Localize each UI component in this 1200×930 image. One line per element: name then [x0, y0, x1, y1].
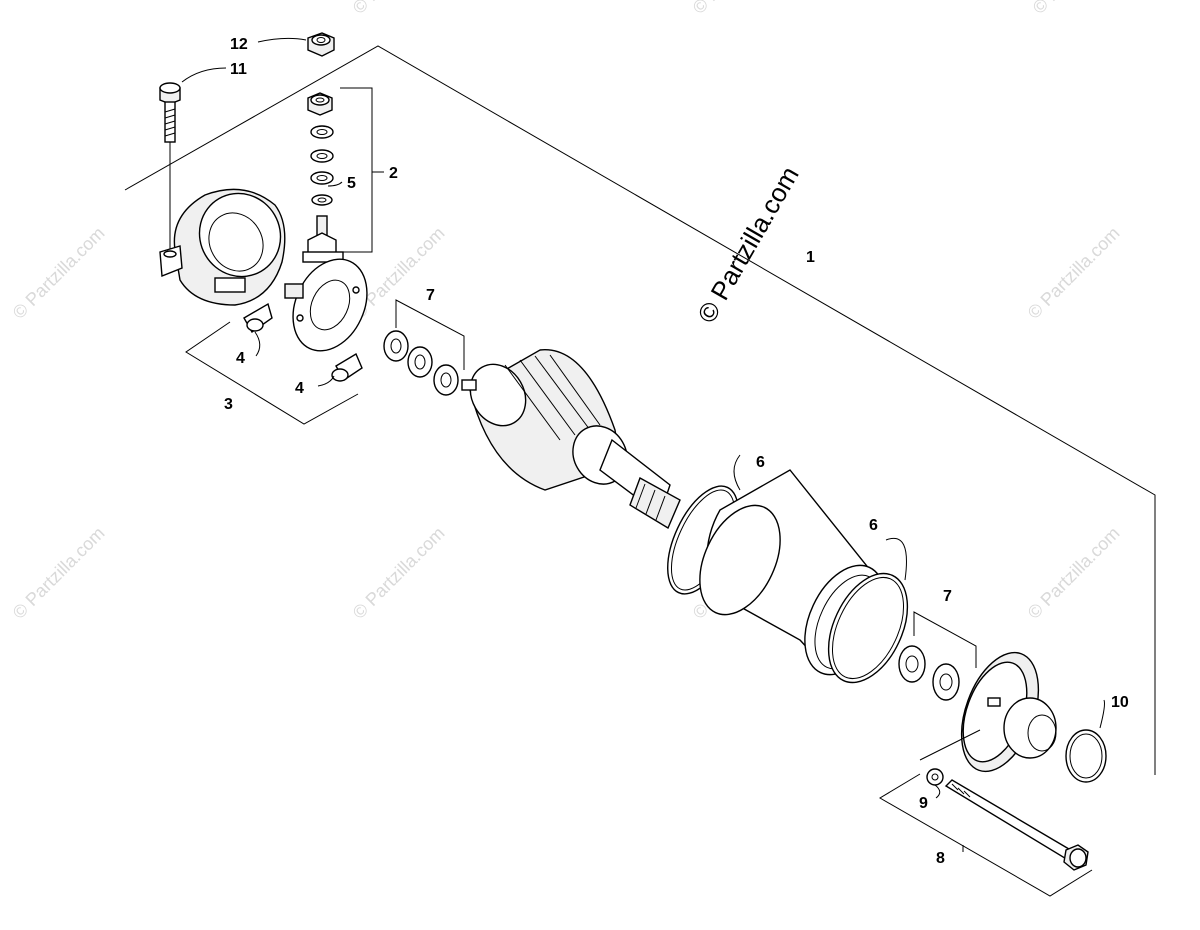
washer-icon — [926, 768, 944, 786]
callout-12: 12 — [230, 36, 248, 53]
callout-4: 4 — [295, 380, 304, 397]
watermark-text: © Partzilla.com — [349, 0, 449, 18]
through-bolt-icon — [944, 779, 1089, 871]
brush-icon — [243, 302, 273, 334]
watermark-text: © Partzilla.com — [1024, 523, 1124, 623]
armature-icon — [461, 349, 681, 530]
callout-5: 5 — [347, 175, 356, 192]
washer-icon — [383, 330, 409, 362]
hex-nut-icon — [307, 32, 335, 57]
washer-icon — [310, 171, 334, 185]
callout-6: 6 — [869, 517, 878, 534]
washer-icon — [407, 346, 433, 378]
terminal-hardware-stack — [302, 92, 344, 263]
watermark-text: © Partzilla.com — [9, 523, 109, 623]
brush-icon — [331, 352, 363, 382]
assembly-frame — [124, 45, 1156, 775]
washer-icon — [310, 125, 334, 139]
callout-4: 4 — [236, 350, 245, 367]
watermark-text: © Partzilla.com — [9, 223, 109, 323]
callout-7: 7 — [426, 287, 435, 304]
callout-8: 8 — [936, 850, 945, 867]
watermark-text: © Partzilla.com — [349, 523, 449, 623]
callout-9: 9 — [919, 795, 928, 812]
washer-icon — [311, 194, 333, 206]
callout-7: 7 — [943, 588, 952, 605]
front-bracket-flange — [960, 651, 1057, 773]
brand-watermark: © Partzilla.com — [691, 161, 805, 328]
watermark-text: © Partzilla.com — [1029, 0, 1129, 18]
brush-plate — [284, 258, 368, 352]
callout-2: 2 — [389, 165, 398, 182]
callout-11: 11 — [230, 61, 247, 78]
flange-bolt-icon — [159, 82, 181, 143]
watermark-text: © Partzilla.com — [1024, 223, 1124, 323]
watermark-text: © Partzilla.com — [689, 0, 789, 18]
washer-icon — [310, 149, 334, 163]
rear-cover-housing — [159, 188, 286, 306]
washer-icon — [932, 663, 960, 701]
washer-icon — [433, 364, 459, 396]
callout-1: 1 — [806, 249, 815, 266]
o-ring-icon — [1065, 729, 1107, 783]
washer-icon — [898, 645, 926, 683]
callout-3: 3 — [224, 396, 233, 413]
callout-10: 10 — [1111, 694, 1129, 711]
callout-labels: 1 2 3 4 4 5 6 6 7 7 8 9 10 11 12 — [224, 36, 1129, 867]
callout-6: 6 — [756, 454, 765, 471]
o-ring-icon — [827, 572, 909, 684]
